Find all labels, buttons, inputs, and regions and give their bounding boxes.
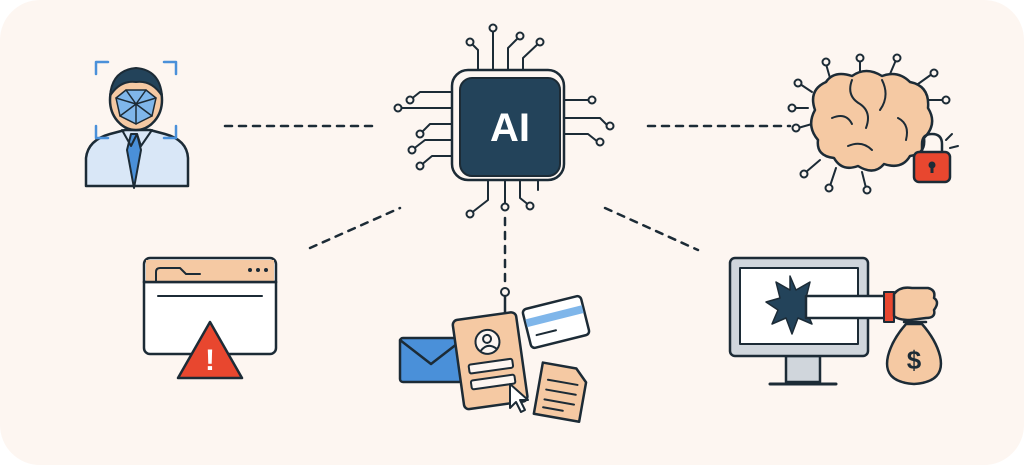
- computer-money-theft-icon: $: [728, 256, 943, 386]
- connectors: [223, 124, 792, 287]
- circuit-traces: [399, 29, 609, 215]
- scan-frame: [94, 60, 178, 140]
- id-card-icon: [451, 311, 529, 411]
- browser-warning-icon: !: [142, 256, 278, 380]
- warning-mark: !: [205, 344, 215, 377]
- connector-computer: [603, 206, 700, 252]
- phishing-hook-icon: [398, 287, 591, 424]
- chip-label: AI: [490, 106, 530, 150]
- credit-card-icon: [521, 294, 591, 350]
- chip-body: [459, 77, 561, 177]
- document-icon: [532, 361, 588, 424]
- envelope-icon: [398, 336, 464, 384]
- face-mesh: [115, 89, 157, 125]
- connector-browser: [308, 206, 402, 250]
- circuit-nodes: [393, 23, 615, 219]
- currency-symbol: $: [907, 345, 922, 375]
- ai-chip: AI: [393, 23, 615, 219]
- brain-lock-icon: [787, 53, 959, 195]
- cursor-icon: [509, 383, 529, 413]
- face-recognition-icon: [84, 60, 190, 189]
